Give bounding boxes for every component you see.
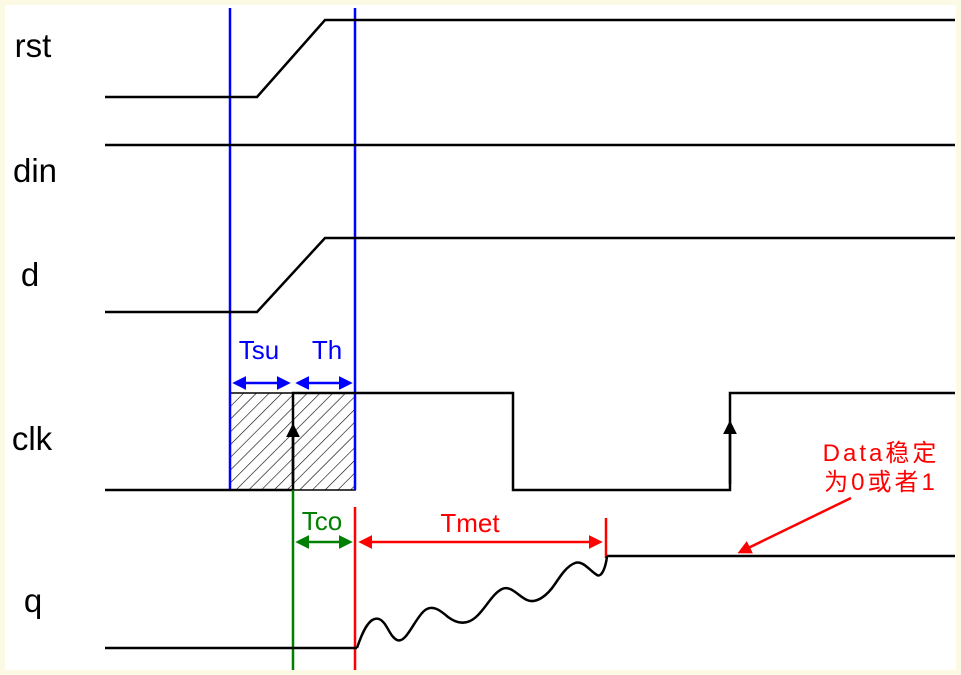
- tsu-label: Tsu: [239, 335, 279, 365]
- signal-label-din: din: [13, 152, 57, 189]
- annotation-line2: 为0或者1: [824, 469, 938, 496]
- signal-label-d: d: [21, 256, 39, 293]
- tco-label: Tco: [302, 506, 342, 536]
- annotation-arrow: [737, 496, 852, 554]
- annotation-line1: Data稳定: [823, 440, 940, 467]
- q-waveform-metastable: [355, 555, 609, 649]
- signal-label-clk: clk: [12, 420, 53, 457]
- signal-label-q: q: [24, 582, 42, 619]
- signal-label-rst: rst: [15, 27, 52, 64]
- rst-waveform: [105, 18, 955, 99]
- tmet-label: Tmet: [440, 508, 500, 538]
- th-label: Th: [312, 335, 342, 365]
- d-waveform: [105, 236, 955, 314]
